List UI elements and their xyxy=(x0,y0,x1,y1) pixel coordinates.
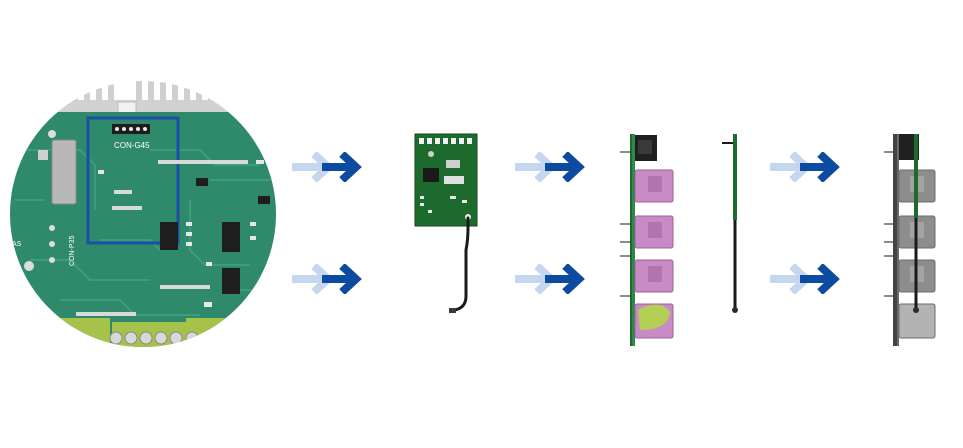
module-footprint xyxy=(86,116,180,245)
arrow-right-icon xyxy=(292,266,356,292)
connector-header xyxy=(112,124,150,134)
arrow-right-icon xyxy=(515,266,579,292)
arrow-right-icon xyxy=(770,154,834,180)
connector-side-label: CON-P35 xyxy=(69,236,76,266)
magenta-connectors xyxy=(634,169,674,339)
edge-label: AS xyxy=(12,241,22,248)
antenna-wire-side xyxy=(722,134,738,313)
arrow-right-icon xyxy=(292,154,356,180)
module-side-profile xyxy=(620,134,674,346)
assembled-unit-side xyxy=(884,134,936,346)
arrow-right-icon xyxy=(770,266,834,292)
connector-main-label: CON-G45 xyxy=(114,141,150,150)
radio-module-with-antenna xyxy=(414,133,478,313)
board-chips xyxy=(160,178,270,294)
terminal-blocks xyxy=(60,318,246,347)
arrow-right-icon xyxy=(515,154,579,180)
circuit-board-closeup: CON-G45 CON-P35 AS xyxy=(10,81,276,347)
